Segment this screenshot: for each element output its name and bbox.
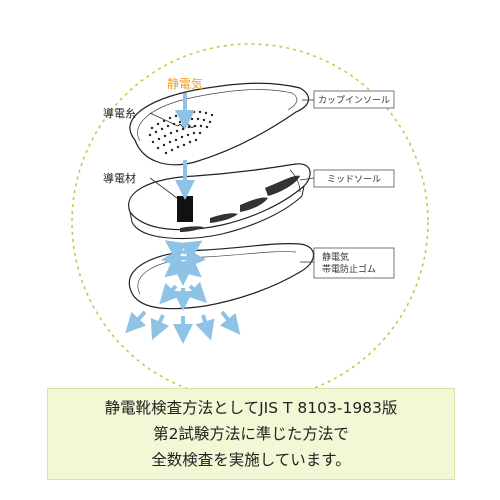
caption-line-3: 全数検査を実施しています。 xyxy=(151,451,351,469)
static-electricity-label: 静電気 xyxy=(167,76,203,91)
antistatic-rubber-label-line1: 静電気 xyxy=(322,251,349,263)
cup-insole xyxy=(129,82,310,166)
label-box-cup-insole: カップインソール xyxy=(313,90,395,109)
midsole xyxy=(128,163,311,240)
conductive-thread-label: 導電糸 xyxy=(103,106,136,120)
antistatic-rubber-outsole xyxy=(128,243,315,310)
leader-lines xyxy=(149,99,315,263)
cup-insole-label: カップインソール xyxy=(318,95,390,106)
caption-line-2: 第2試験方法に準じた方法で xyxy=(153,425,349,443)
label-box-antistatic-rubber: 静電気 帯電防止ゴム xyxy=(313,247,395,279)
conductive-material-block xyxy=(177,196,193,222)
caption-box: 静電靴検査方法としてJIS T 8103-1983版 第2試験方法に準じた方法で… xyxy=(47,388,455,480)
dashed-circle xyxy=(71,43,429,401)
conductive-material-label: 導電材 xyxy=(103,171,136,185)
label-box-midsole: ミッドソール xyxy=(313,169,395,188)
caption-line-1: 静電靴検査方法としてJIS T 8103-1983版 xyxy=(104,399,398,417)
antistatic-rubber-label-line2: 帯電防止ゴム xyxy=(322,263,376,275)
midsole-tread xyxy=(180,175,300,232)
static-flow-arrows xyxy=(125,93,241,344)
midsole-label: ミッドソール xyxy=(327,175,381,185)
